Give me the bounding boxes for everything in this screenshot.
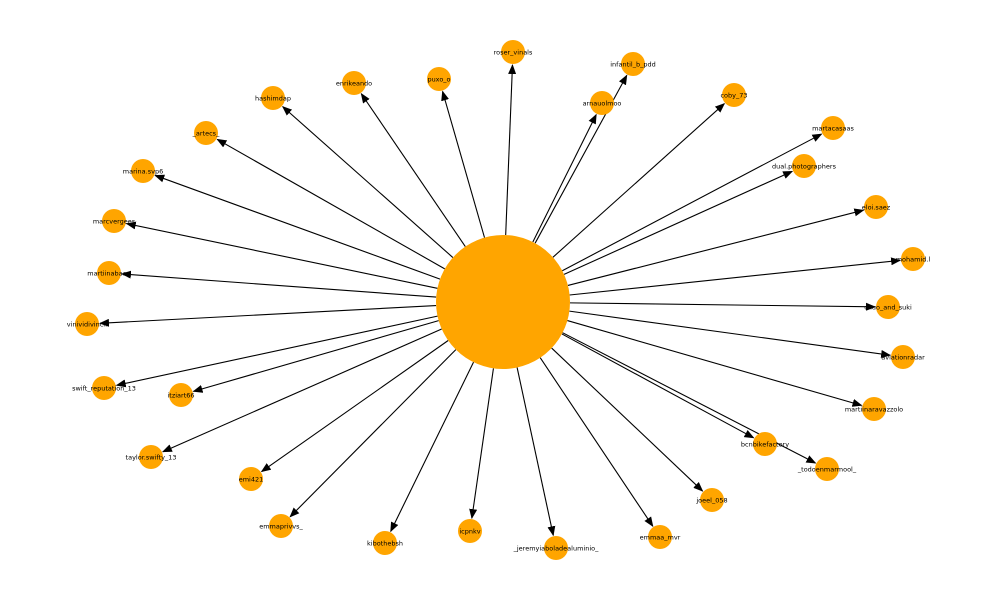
graph-node[interactable] [169, 383, 193, 407]
edge-arrow [505, 63, 517, 236]
node-label: dual.photographers [772, 162, 837, 170]
edge-arrow [567, 320, 863, 407]
edge-arrow [469, 368, 494, 520]
node-label: coby_73 [720, 91, 747, 99]
graph-node[interactable] [722, 83, 746, 107]
node-label: martiinaravazzolo [845, 405, 903, 413]
node-label: icpnkv [459, 527, 480, 535]
edge-arrow [561, 333, 755, 439]
graph-node[interactable] [891, 345, 915, 369]
edge-arrow [539, 357, 654, 528]
edge-arrow [289, 349, 457, 518]
graph-node[interactable] [621, 52, 645, 76]
graph-node[interactable] [427, 67, 451, 91]
edge-arrow [360, 92, 466, 247]
hub-node[interactable] [436, 235, 570, 369]
graph-node[interactable] [501, 40, 525, 64]
node-label: martacasaas [812, 124, 854, 132]
node-label: martiinabaan [87, 269, 130, 277]
node-label: infantil_b_pdd [610, 60, 655, 68]
graph-node[interactable] [700, 488, 724, 512]
edge-arrow [260, 340, 449, 473]
graph-node[interactable] [648, 525, 672, 549]
edge-arrow [281, 105, 454, 258]
edge-arrow [192, 320, 439, 393]
edge-arrow [567, 208, 865, 286]
edge-arrow [441, 90, 486, 238]
edge-arrow [161, 328, 442, 453]
graph-node[interactable] [92, 376, 116, 400]
edge-arrow [516, 367, 556, 537]
edge-arrow [390, 361, 475, 533]
graph-node[interactable] [239, 467, 263, 491]
graph-node[interactable] [753, 432, 777, 456]
node-label: itziart66 [167, 391, 194, 399]
node-label: enrikeando [336, 79, 372, 87]
graph-node[interactable] [97, 261, 121, 285]
node-label: emi421 [239, 475, 264, 483]
graph-node[interactable] [821, 116, 845, 140]
graph-node[interactable] [792, 154, 816, 178]
graph-node[interactable] [269, 514, 293, 538]
edge-arrow [115, 315, 438, 388]
graph-node[interactable] [864, 195, 888, 219]
graph-node[interactable] [458, 519, 482, 543]
node-label: emmaprivvs_ [259, 522, 303, 530]
edge-arrow [552, 103, 726, 258]
edge-arrow [569, 302, 877, 311]
node-label: marina.svp6 [123, 167, 163, 175]
graph-node[interactable] [901, 247, 925, 271]
graph-node[interactable] [194, 121, 218, 145]
node-layer [75, 40, 925, 560]
graph-node[interactable] [131, 159, 155, 183]
graph-node[interactable] [590, 91, 614, 115]
node-label: eloi.saez [862, 203, 891, 211]
node-label: _todoenmarmool_ [797, 465, 857, 473]
graph-node[interactable] [261, 86, 285, 110]
graph-node[interactable] [862, 397, 886, 421]
graph-node[interactable] [139, 445, 163, 469]
label-layer: roser_vinals infantil_b_pdd puxo_o enrikean… [67, 48, 931, 552]
edge-arrow [532, 113, 597, 243]
node-label: _artecs_ [192, 129, 220, 137]
node-label: mohamid.l [896, 255, 931, 263]
edge-arrow [562, 133, 823, 272]
node-label: roser_vinals [494, 48, 533, 56]
node-label: swift_reputation_13 [72, 384, 136, 392]
edge-arrow [569, 310, 892, 358]
graph-node[interactable] [102, 209, 126, 233]
graph-node[interactable] [75, 312, 99, 336]
node-label: puxo_o [427, 75, 450, 83]
node-label: chuo_and_suki [864, 303, 912, 311]
graph-node[interactable] [876, 295, 900, 319]
edge-arrow [216, 138, 446, 270]
edge-arrow [120, 270, 437, 298]
edge-layer [98, 63, 902, 537]
graph-node[interactable] [342, 71, 366, 95]
node-label: joeel_058 [695, 496, 727, 504]
node-label: aviationradar [881, 353, 925, 361]
node-label: kibothebsh [367, 539, 403, 547]
node-label: arnauolmoo [583, 99, 622, 107]
edge-arrow [569, 257, 902, 296]
node-label: bcnbikefactory [741, 440, 789, 448]
node-label: _jeremyiaboladealuminio_ [513, 544, 600, 552]
node-label: vinividivinci. [67, 320, 107, 328]
edge-arrow [551, 347, 704, 492]
graph-node[interactable] [373, 531, 397, 555]
edge-arrow [563, 170, 794, 275]
edge-arrow [125, 221, 438, 289]
edge-arrow [98, 304, 437, 327]
node-label: taylor.swifty_13 [126, 453, 177, 461]
node-label: emmaa_mvr [640, 533, 681, 541]
node-label: hashimdap [255, 94, 291, 102]
node-label: marcvergees [93, 217, 136, 225]
graph-node[interactable] [544, 536, 568, 560]
edge-arrow [154, 174, 441, 280]
graph-node[interactable] [815, 457, 839, 481]
